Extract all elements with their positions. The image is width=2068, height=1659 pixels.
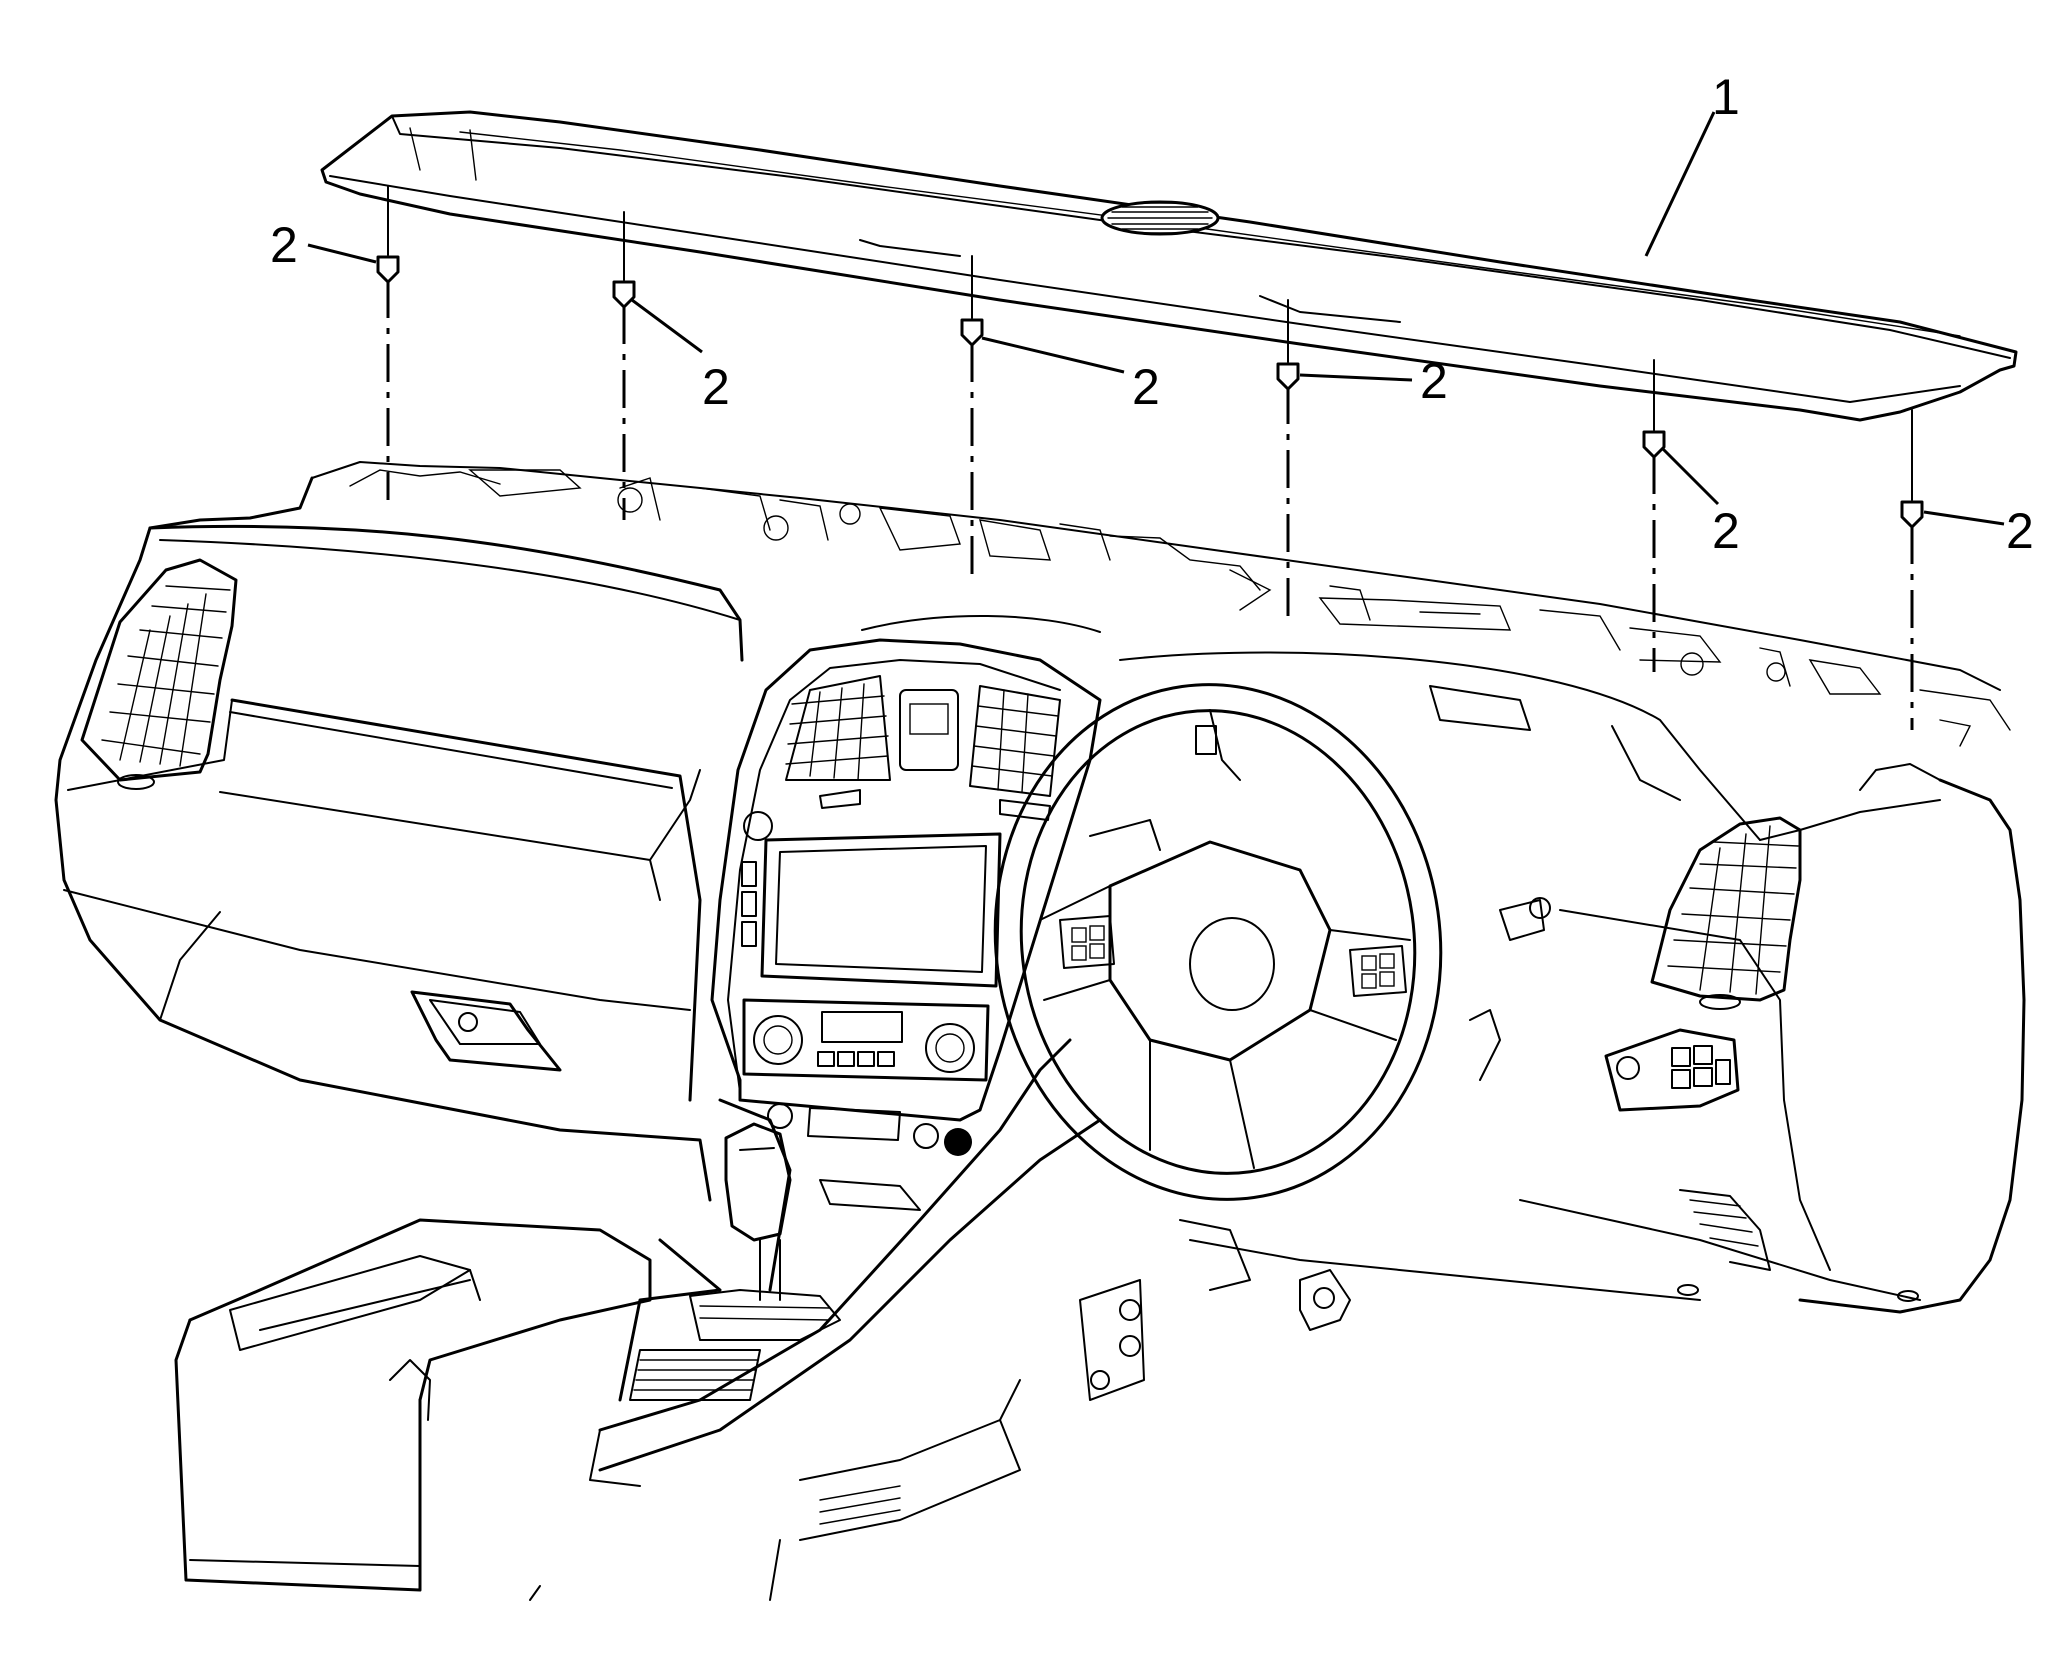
callout-labels: 1 2 2 2 2 2 2 <box>270 69 2034 559</box>
callout-2-c: 2 <box>1132 359 1160 415</box>
clip-3 <box>960 318 984 347</box>
callout-2-a: 2 <box>270 217 298 273</box>
center-stack <box>710 638 1102 1211</box>
callout-2-b: 2 <box>702 359 730 415</box>
armrest <box>174 1218 652 1601</box>
callout-2-f: 2 <box>2006 503 2034 559</box>
clip-1 <box>376 255 400 284</box>
clip-alignment-lines <box>386 185 1914 730</box>
clip-4 <box>1276 362 1300 391</box>
steering-wheel <box>993 683 1551 1201</box>
callout-1: 1 <box>1712 69 1740 125</box>
instrument-panel-body <box>54 461 2026 1314</box>
switch-panel <box>1604 1028 1740 1112</box>
retainer-clips <box>376 255 1924 529</box>
left-air-vent <box>80 558 238 790</box>
clip-2 <box>612 280 636 309</box>
callout-leaders <box>307 111 2005 526</box>
clip-6 <box>1900 500 1924 529</box>
center-console <box>589 1038 1351 1601</box>
callout-2-e: 2 <box>1712 503 1740 559</box>
upper-trim-panel <box>320 110 2018 422</box>
right-air-vent <box>1650 816 1802 1010</box>
clip-5 <box>1642 430 1666 459</box>
callout-2-d: 2 <box>1420 353 1448 409</box>
